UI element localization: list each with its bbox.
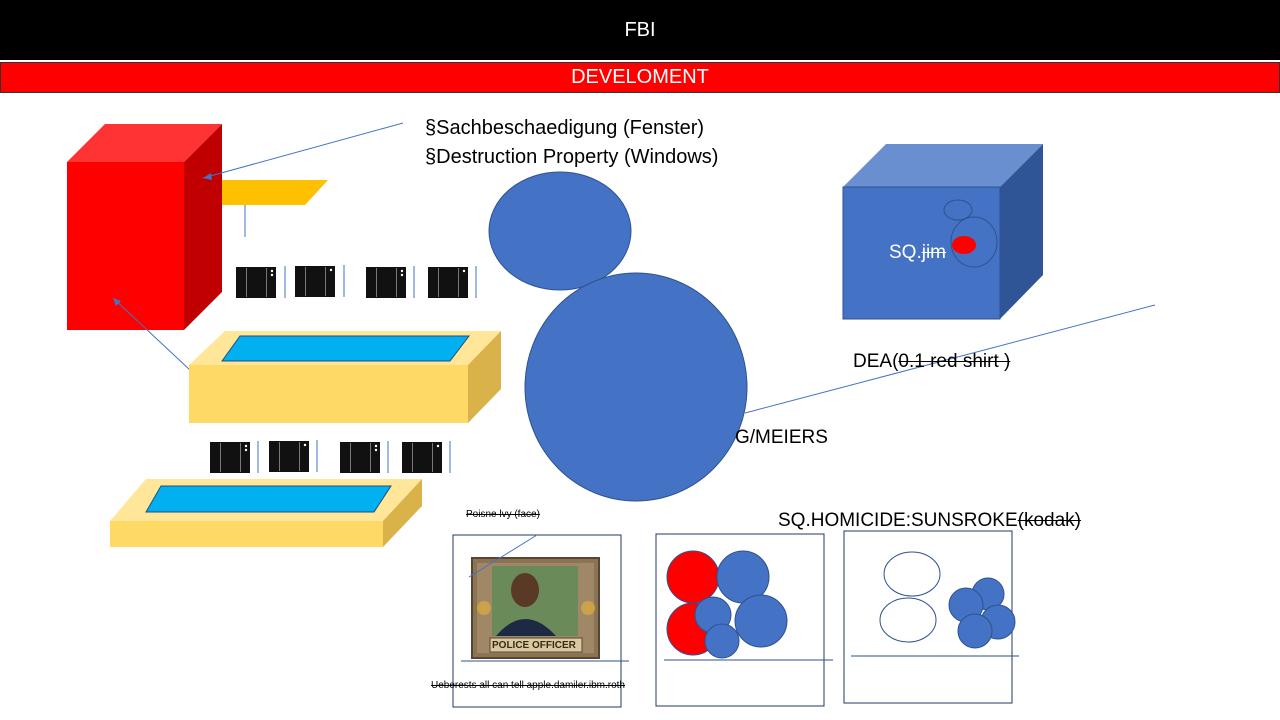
small-blue-circle xyxy=(488,171,632,291)
dea-label: DEA(0.1 red shirt ) xyxy=(853,351,1010,373)
window-icon xyxy=(428,266,477,298)
law-label-de: §Sachbeschaedigung (Fenster) xyxy=(425,117,705,139)
window-icons-row-1 xyxy=(236,265,477,298)
large-blue-circle xyxy=(524,272,748,502)
homicide-label: SQ.HOMICIDE:SUNSROKE(kodak) xyxy=(778,510,1081,532)
sq-jim-label: SQ.jim xyxy=(889,242,946,264)
banner-bar: DEVELOMENT xyxy=(0,62,1280,93)
red-box xyxy=(67,124,222,330)
sq-prefix: SQ. xyxy=(889,242,922,263)
window-icon xyxy=(402,441,451,473)
homicide-struck: (kodak) xyxy=(1017,510,1082,531)
red-dot xyxy=(952,236,976,254)
homicide-text: SQ.HOMICIDE:SUNSROKE xyxy=(778,510,1018,531)
window-icon xyxy=(366,266,415,298)
window-icon xyxy=(210,441,259,473)
photo-frame-panel xyxy=(452,534,629,708)
sand-box-2 xyxy=(110,479,422,547)
dea-struck: 0.1 red shirt ) xyxy=(898,351,1011,372)
title-bar: FBI xyxy=(0,0,1280,60)
window-icon xyxy=(236,266,286,298)
meiers-label: G/MEIERS xyxy=(735,427,828,448)
window-icon xyxy=(295,265,345,297)
banner-title: DEVELOMENT xyxy=(571,66,709,88)
blue-cube xyxy=(842,144,1043,320)
law-arrow xyxy=(202,122,404,180)
dea-prefix: DEA( xyxy=(853,351,899,372)
sand-box-1 xyxy=(189,331,501,423)
sq-name: jim xyxy=(921,242,947,263)
police-badge-text: POLICE OFFICER xyxy=(492,640,576,651)
connector-line xyxy=(744,304,1156,414)
law-label-en: §Destruction Property (Windows) xyxy=(425,146,719,168)
page-title: FBI xyxy=(624,18,656,41)
window-icon xyxy=(269,440,318,472)
poison-label: Poisne lvy (face) xyxy=(466,509,540,520)
circles-panel-1 xyxy=(655,533,833,707)
amber-ledge xyxy=(222,180,328,205)
circles-panel-2 xyxy=(843,530,1019,704)
window-icons-row-2 xyxy=(210,440,451,473)
ueber-label: Ueberests all can tell apple.damiler.ibm… xyxy=(431,680,625,691)
window-icon xyxy=(340,441,389,473)
